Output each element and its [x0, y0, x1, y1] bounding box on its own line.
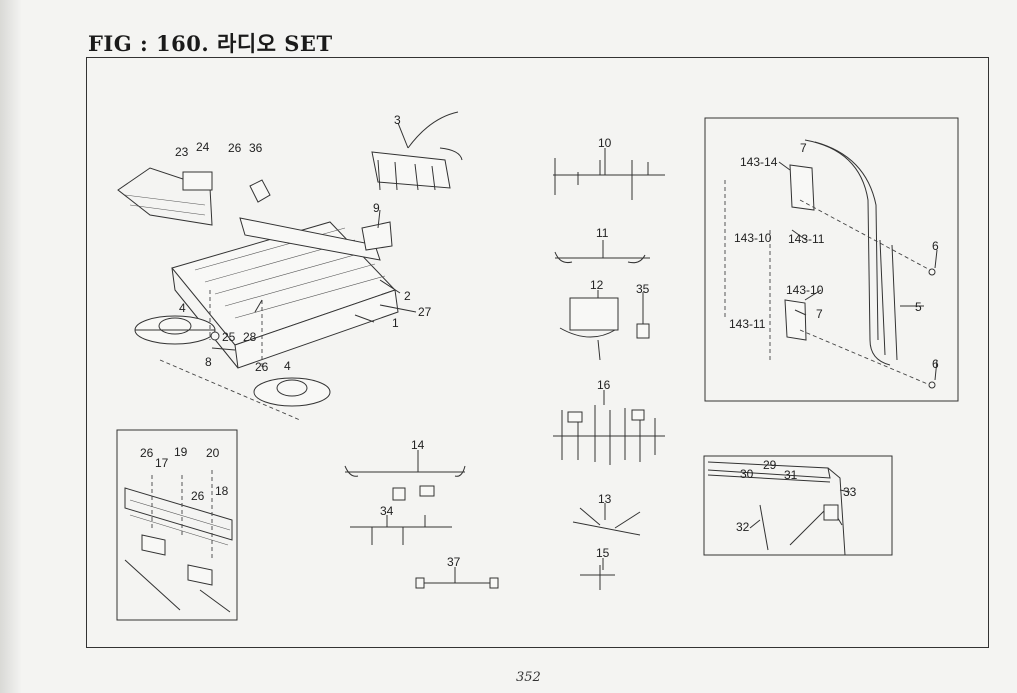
part-label: 36 [249, 141, 263, 155]
inset-small-detail [707, 461, 846, 556]
part-label: 9 [373, 201, 380, 215]
part-label: 33 [843, 485, 857, 499]
part-label: 29 [763, 458, 777, 472]
inset-box-small [703, 455, 893, 556]
labels-box-right: 143-14 7 143-10 143-11 143-10 143-11 7 6… [729, 141, 939, 371]
inset-box-left [116, 429, 238, 621]
diagram-frame [86, 57, 989, 648]
part-label: 8 [205, 355, 212, 369]
part-label: 11 [596, 226, 609, 240]
part-label: 37 [447, 555, 461, 569]
part-label: 5 [915, 300, 922, 314]
part-label: 25 [222, 330, 236, 344]
part-label: 143-10 [786, 283, 824, 297]
part-label: 34 [380, 504, 394, 518]
scan-edge [0, 0, 22, 693]
part-label: 26 [191, 489, 205, 503]
inset-box-right [704, 117, 959, 402]
main-assembly [117, 111, 463, 421]
part-label: 19 [174, 445, 188, 459]
part-label: 12 [590, 278, 604, 292]
part-label: 15 [596, 546, 610, 560]
part-label: 18 [215, 484, 229, 498]
part-label: 26 [255, 360, 269, 374]
part-label: 143-11 [729, 317, 766, 331]
page-title: FIG : 160. 라디오 SET [88, 31, 333, 56]
part-label: 143-11 [788, 232, 825, 246]
inset-left-detail [124, 470, 233, 613]
part-label: 35 [636, 282, 650, 296]
part-label: 143-10 [734, 231, 772, 245]
part-label: 26 [140, 446, 154, 460]
part-label: 3 [394, 113, 401, 127]
labels-main: 23 24 26 36 3 9 2 27 1 4 25 28 8 26 4 [175, 113, 432, 374]
part-label: 14 [411, 438, 425, 452]
part-label: 4 [284, 359, 291, 373]
part-label: 7 [816, 307, 823, 321]
part-label: 27 [418, 305, 432, 319]
part-label: 16 [597, 378, 611, 392]
part-label: 23 [175, 145, 189, 159]
part-label: 143-14 [740, 155, 778, 169]
part-label: 17 [155, 456, 169, 470]
part-label: 31 [784, 468, 798, 482]
harness-group [344, 158, 665, 590]
part-label: 30 [740, 467, 754, 481]
inset-right-detail [724, 139, 936, 389]
part-label: 26 [228, 141, 242, 155]
part-label: 32 [736, 520, 750, 534]
part-label: 20 [206, 446, 220, 460]
part-label: 28 [243, 330, 257, 344]
part-label: 4 [179, 301, 186, 315]
leader-lines [211, 122, 938, 583]
labels-sub-left: 26 17 19 20 26 18 [140, 445, 229, 503]
part-label: 6 [932, 357, 939, 371]
part-label: 13 [598, 492, 612, 506]
part-label: 1 [392, 316, 399, 330]
labels-harness: 10 11 12 35 16 13 15 14 34 37 [380, 136, 650, 569]
part-label: 24 [196, 140, 210, 154]
part-label: 10 [598, 136, 612, 150]
page-number: 352 [516, 670, 541, 685]
part-label: 6 [932, 239, 939, 253]
part-label: 2 [404, 289, 411, 303]
part-label: 7 [800, 141, 807, 155]
labels-box-small: 29 30 31 33 32 [736, 458, 857, 534]
